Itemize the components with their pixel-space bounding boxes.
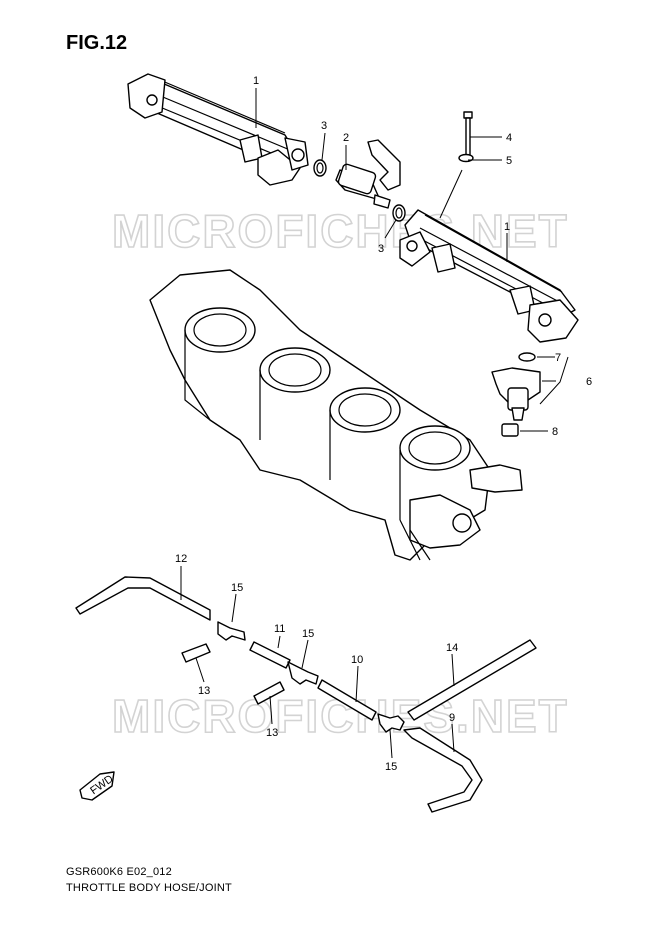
figure-title: FIG.12: [66, 32, 128, 54]
bolt: [463, 111, 473, 157]
hose-10: [317, 679, 377, 721]
o-ring-lower: [392, 204, 406, 222]
watermark-top: MICROFICHES.NET: [112, 205, 569, 257]
callout-1-lower: 1: [504, 221, 510, 233]
callout-6: 6: [586, 376, 592, 388]
callout-12: 12: [175, 553, 187, 565]
callout-15-middle: 15: [302, 628, 314, 640]
joint-15-c: [377, 713, 405, 733]
callout-10: 10: [351, 654, 363, 666]
callout-13-upper: 13: [198, 685, 210, 697]
callout-1-upper: 1: [253, 75, 259, 87]
forward-marker: FWD: [79, 771, 116, 801]
hose-13-b: [253, 681, 285, 705]
figure-code: GSR600K6 E02_012: [66, 866, 172, 878]
joint-15-b: [287, 661, 319, 685]
hose-12: [75, 576, 211, 621]
hose-13-a: [181, 643, 211, 663]
leader-lines: [180, 88, 569, 759]
callout-3-lower: 3: [378, 243, 384, 255]
hose-11: [249, 641, 291, 669]
callout-14: 14: [446, 642, 458, 654]
callout-9: 9: [449, 712, 455, 724]
hose-14: [407, 639, 537, 721]
callout-15-upper: 15: [231, 582, 243, 594]
fuel-injector-pipe: [335, 139, 401, 209]
callout-15-lower: 15: [385, 761, 397, 773]
fuel-delivery-pipe-upper: [127, 73, 309, 186]
callout-5: 5: [506, 155, 512, 167]
callout-7: 7: [555, 352, 561, 364]
callout-3-upper: 3: [321, 120, 327, 132]
callout-2: 2: [343, 132, 349, 144]
callout-13-lower: 13: [266, 727, 278, 739]
figure-caption: THROTTLE BODY HOSE/JOINT: [66, 882, 232, 894]
callout-11: 11: [274, 623, 285, 635]
fuel-delivery-pipe-lower: [399, 209, 579, 343]
fuel-injector: [491, 352, 541, 437]
hose-9: [403, 727, 483, 813]
joint-15-a: [217, 621, 246, 641]
callout-4: 4: [506, 132, 512, 144]
o-ring-upper: [313, 159, 327, 177]
throttle-body-assembly: [149, 269, 523, 561]
callout-8: 8: [552, 426, 558, 438]
